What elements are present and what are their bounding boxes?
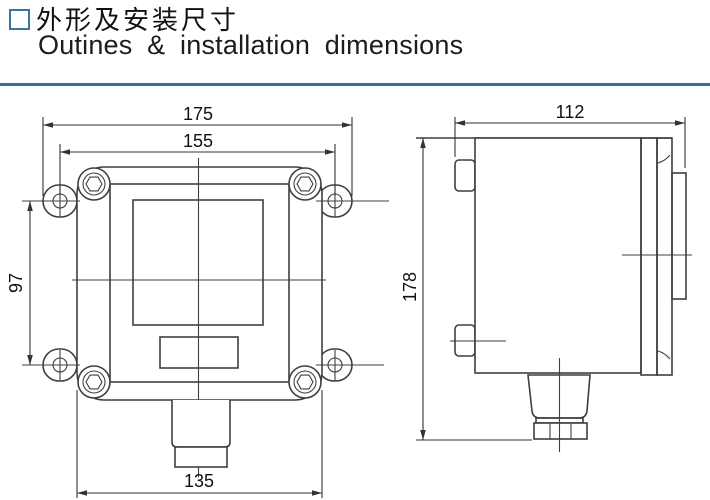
dim-label-155: 155	[183, 131, 213, 151]
pressure-port-fitting	[171, 400, 231, 448]
dim-label-178: 178	[400, 272, 420, 302]
dimension-overall-height: 178	[400, 138, 532, 441]
side-hex-nut	[533, 422, 588, 440]
cover-seam	[109, 183, 290, 383]
dim-label-175: 175	[183, 104, 213, 124]
cover-bolt-bottom-right	[288, 365, 322, 399]
enclosure-body	[76, 166, 323, 401]
cover-bolt-bottom-left	[77, 365, 111, 399]
front-view-drawing: 175 155 97 135	[6, 104, 389, 498]
cover-fillet-bottom	[657, 350, 671, 360]
cover-bolt-top-right	[288, 167, 322, 201]
pressure-port-nut	[174, 446, 228, 468]
dimension-hole-spacing-vertical: 97	[6, 201, 33, 365]
cover-bolt-top-left	[77, 167, 111, 201]
side-ear-top	[454, 159, 476, 192]
dimension-body-width: 135	[76, 390, 323, 498]
side-body	[474, 137, 642, 374]
dimension-overall-width: 175	[42, 104, 353, 196]
window-bezel	[671, 172, 687, 300]
dim-label-97: 97	[6, 273, 26, 293]
mount-hole-bottom-right	[316, 350, 384, 381]
dim-label-135: 135	[184, 471, 214, 491]
section-title-en: Outines & installation dimensions	[38, 30, 464, 60]
dim-label-112: 112	[556, 102, 585, 122]
cover-fillet-top	[657, 154, 671, 164]
section-header: 外形及安装尺寸 Outines & installation dimension…	[0, 0, 710, 90]
section-title-zh: 外形及安装尺寸	[36, 6, 240, 36]
mount-hole-bottom-left	[22, 350, 80, 381]
section-marker-icon	[9, 9, 30, 30]
dimension-depth: 112	[454, 102, 686, 168]
cover-plate-inner	[640, 137, 658, 376]
header-divider	[0, 83, 710, 86]
dimension-hole-spacing-horizontal: 155	[59, 131, 336, 196]
cover-plate-outer	[656, 137, 673, 376]
side-view-drawing: 112 178	[400, 102, 692, 452]
